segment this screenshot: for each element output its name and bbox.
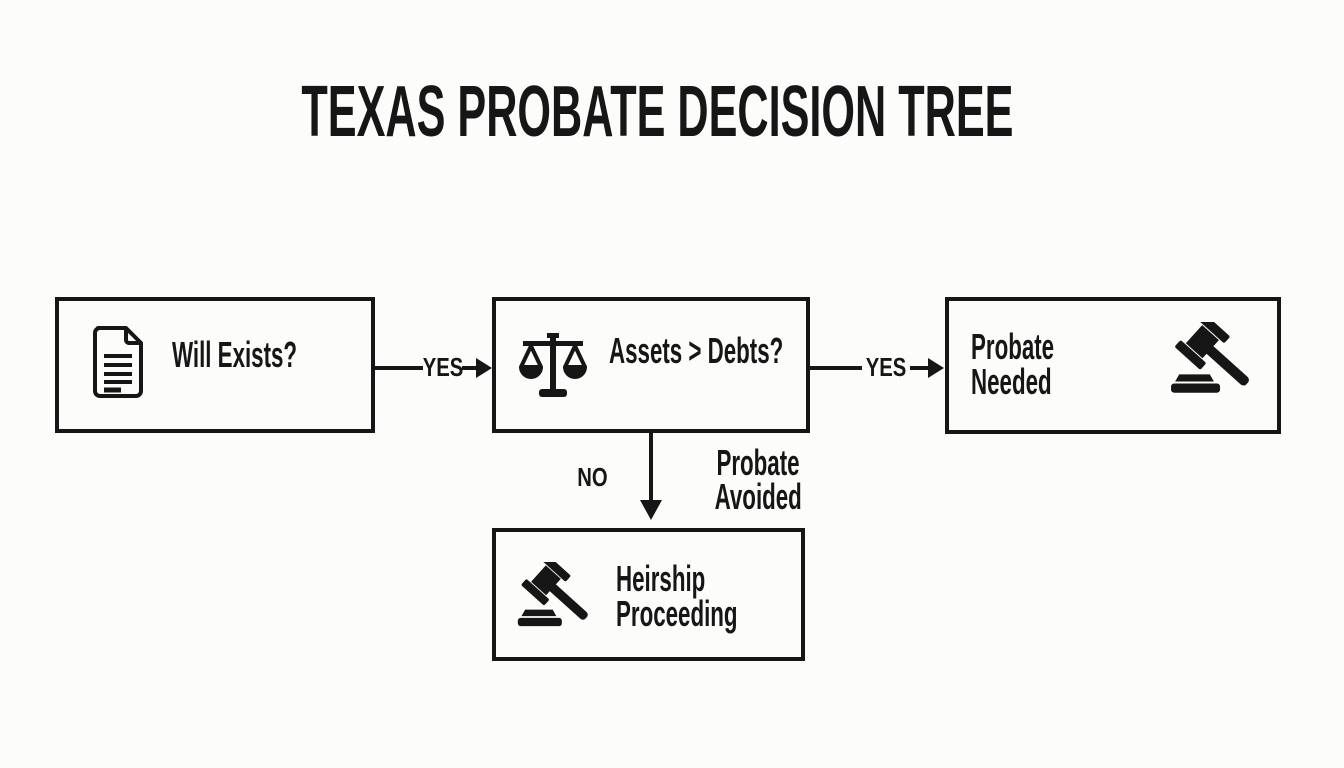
edge-yes-2-label-wrap: YES bbox=[856, 354, 916, 381]
edge-yes-2-arrowhead-icon bbox=[928, 358, 944, 378]
edge-yes-1-line bbox=[373, 366, 423, 370]
edge-yes-2-line bbox=[808, 366, 862, 370]
scales-icon bbox=[517, 333, 589, 397]
node-heirship-proceeding: Heirship Proceeding bbox=[492, 528, 805, 661]
edge-no-line bbox=[649, 433, 653, 501]
node-heirship-proceeding-label-line2: Proceeding bbox=[616, 593, 738, 634]
edge-yes-2-label: YES bbox=[865, 352, 907, 382]
node-heirship-proceeding-label: Heirship Proceeding bbox=[616, 558, 738, 634]
edge-no-label-wrap: NO bbox=[562, 464, 622, 491]
node-will-exists: Will Exists? bbox=[55, 297, 375, 433]
probate-avoided-note-line1: Probate bbox=[716, 442, 800, 483]
probate-avoided-note-line2: Avoided bbox=[714, 476, 802, 517]
node-probate-needed-label: Probate Needed bbox=[971, 326, 1055, 402]
edge-yes-1-label: YES bbox=[422, 352, 464, 382]
node-will-exists-label: Will Exists? bbox=[172, 334, 298, 375]
node-probate-needed-label-line2: Needed bbox=[971, 361, 1052, 402]
edge-no-arrowhead-icon bbox=[640, 500, 662, 520]
gavel-icon bbox=[516, 562, 604, 628]
node-probate-needed-label-line1: Probate bbox=[971, 326, 1055, 367]
node-assets-vs-debts-label: Assets > Debts? bbox=[609, 330, 784, 371]
edge-yes-1-arrowhead-icon bbox=[476, 358, 492, 378]
document-icon bbox=[91, 326, 145, 398]
edge-yes-1-line2 bbox=[462, 366, 478, 370]
node-assets-vs-debts: Assets > Debts? bbox=[492, 297, 810, 433]
edge-yes-2-line2 bbox=[910, 366, 930, 370]
gavel-icon bbox=[1169, 322, 1267, 394]
node-probate-needed: Probate Needed bbox=[945, 297, 1281, 434]
page-title-wrap: TEXAS PROBATE DECISION TREE bbox=[0, 76, 1314, 148]
edge-yes-1-label-wrap: YES bbox=[413, 354, 473, 381]
edge-no-label: NO bbox=[576, 462, 608, 492]
node-heirship-proceeding-label-line1: Heirship bbox=[616, 558, 706, 599]
probate-avoided-note: Probate Avoided bbox=[688, 442, 828, 517]
page-title: TEXAS PROBATE DECISION TREE bbox=[300, 72, 1014, 152]
